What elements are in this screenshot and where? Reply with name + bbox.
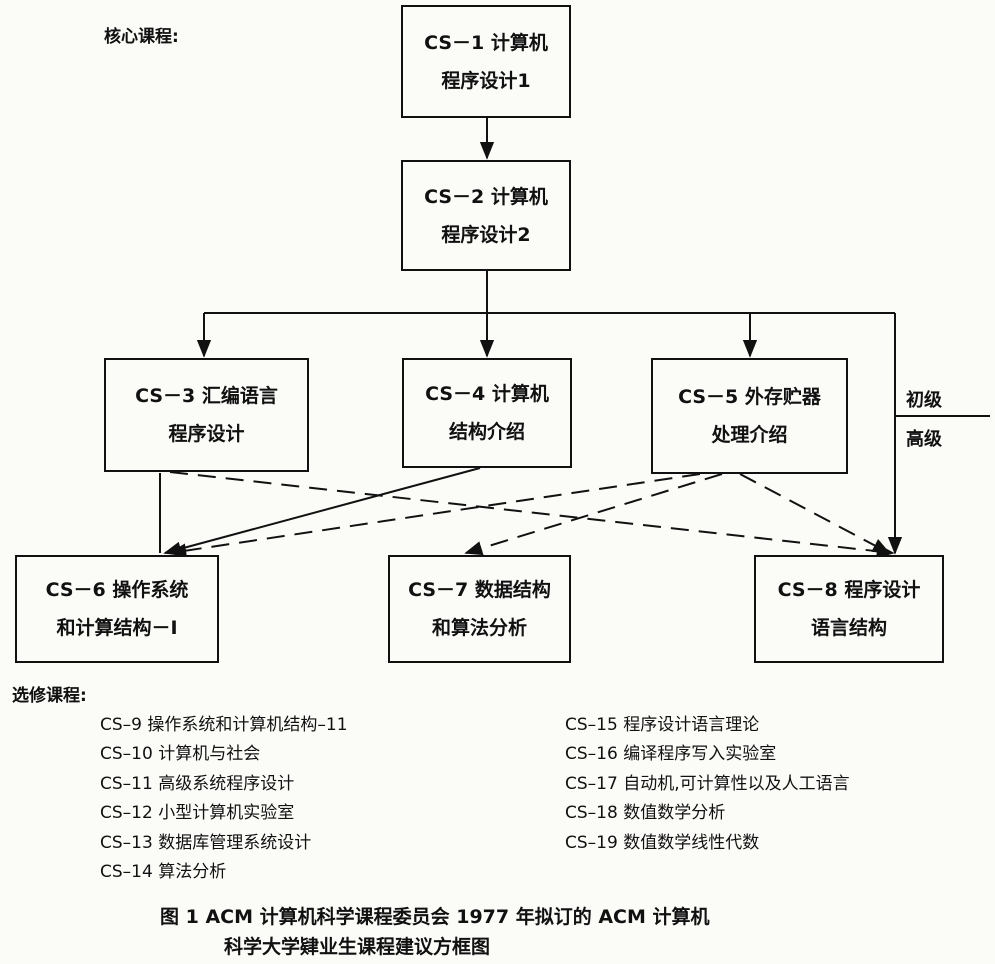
course-cs6-line1: CS－6 操作系统 bbox=[45, 579, 189, 601]
edge-cs4-cs6 bbox=[163, 467, 481, 556]
course-box-cs8: CS－8 程序设计 语言结构 bbox=[754, 555, 944, 663]
course-box-cs5: CS－5 外存贮器 处理介绍 bbox=[651, 358, 848, 474]
elective-item: CS–10 计算机与社会 bbox=[100, 744, 261, 765]
course-cs2-line1: CS－2 计算机 bbox=[424, 185, 548, 208]
course-cs4-line1: CS－4 计算机 bbox=[425, 383, 549, 405]
course-cs1-line2: 程序设计1 bbox=[441, 69, 531, 92]
elective-item: CS–16 编译程序写入实验室 bbox=[565, 744, 777, 765]
course-cs8-line2: 语言结构 bbox=[810, 617, 887, 639]
elective-item: CS–11 高级系统程序设计 bbox=[100, 773, 295, 794]
course-cs2-line2: 程序设计2 bbox=[441, 223, 531, 246]
figure-caption-line2: 科学大学肄业生课程建议方框图 bbox=[224, 936, 491, 958]
figure-caption-line1: 图 1 ACM 计算机科学课程委员会 1977 年拟订的 ACM 计算机 bbox=[160, 906, 710, 928]
elective-item: CS–12 小型计算机实验室 bbox=[100, 803, 295, 824]
level-high-label: 高级 bbox=[906, 429, 942, 450]
course-cs5-line2: 处理介绍 bbox=[711, 424, 788, 446]
edge-cs3-cs8 bbox=[169, 471, 895, 559]
edge-cs5-cs6 bbox=[168, 473, 701, 558]
course-cs7-line2: 和算法分析 bbox=[431, 617, 527, 639]
elective-item: CS–19 数值数学线性代数 bbox=[565, 832, 760, 853]
elective-item: CS–17 自动机,可计算性以及人工语言 bbox=[565, 773, 850, 794]
elective-item: CS–13 数据库管理系统设计 bbox=[100, 832, 312, 853]
course-box-cs3: CS－3 汇编语言 程序设计 bbox=[104, 358, 309, 472]
course-cs4-line2: 结构介绍 bbox=[448, 421, 525, 443]
course-cs5-line1: CS－5 外存贮器 bbox=[678, 386, 821, 408]
course-cs3-line1: CS－3 汇编语言 bbox=[135, 385, 278, 407]
level-low-label: 初级 bbox=[906, 390, 942, 411]
course-cs1-line1: CS－1 计算机 bbox=[424, 31, 548, 54]
elective-item: CS–15 程序设计语言理论 bbox=[565, 715, 760, 735]
course-cs6-line2: 和计算结构－Ⅰ bbox=[56, 617, 178, 639]
elective-courses-label: 选修课程: bbox=[12, 686, 87, 706]
core-courses-label: 核心课程: bbox=[104, 27, 179, 47]
course-box-cs1: CS－1 计算机 程序设计1 bbox=[401, 5, 571, 118]
elective-list-right: CS–15 程序设计语言理论 CS–16 编译程序写入实验室 CS–17 自动机… bbox=[565, 711, 850, 858]
course-box-cs2: CS－2 计算机 程序设计2 bbox=[401, 160, 571, 271]
course-cs8-line1: CS－8 程序设计 bbox=[777, 579, 921, 601]
course-box-cs4: CS－4 计算机 结构介绍 bbox=[402, 358, 572, 468]
edge-cs5-cs8 bbox=[739, 473, 891, 554]
course-box-cs7: CS－7 数据结构 和算法分析 bbox=[388, 555, 571, 663]
elective-item: CS–14 算法分析 bbox=[100, 862, 227, 883]
course-cs7-line1: CS－7 数据结构 bbox=[408, 579, 551, 601]
course-cs3-line2: 程序设计 bbox=[168, 423, 245, 445]
elective-item: CS–18 数值数学分析 bbox=[565, 803, 726, 824]
elective-item: CS–9 操作系统和计算机结构–11 bbox=[100, 715, 348, 735]
course-box-cs6: CS－6 操作系统 和计算结构－Ⅰ bbox=[15, 555, 219, 663]
elective-list-left: CS–9 操作系统和计算机结构–11 CS–10 计算机与社会 CS–11 高级… bbox=[100, 711, 348, 887]
edge-cs5-cs7 bbox=[464, 473, 723, 556]
